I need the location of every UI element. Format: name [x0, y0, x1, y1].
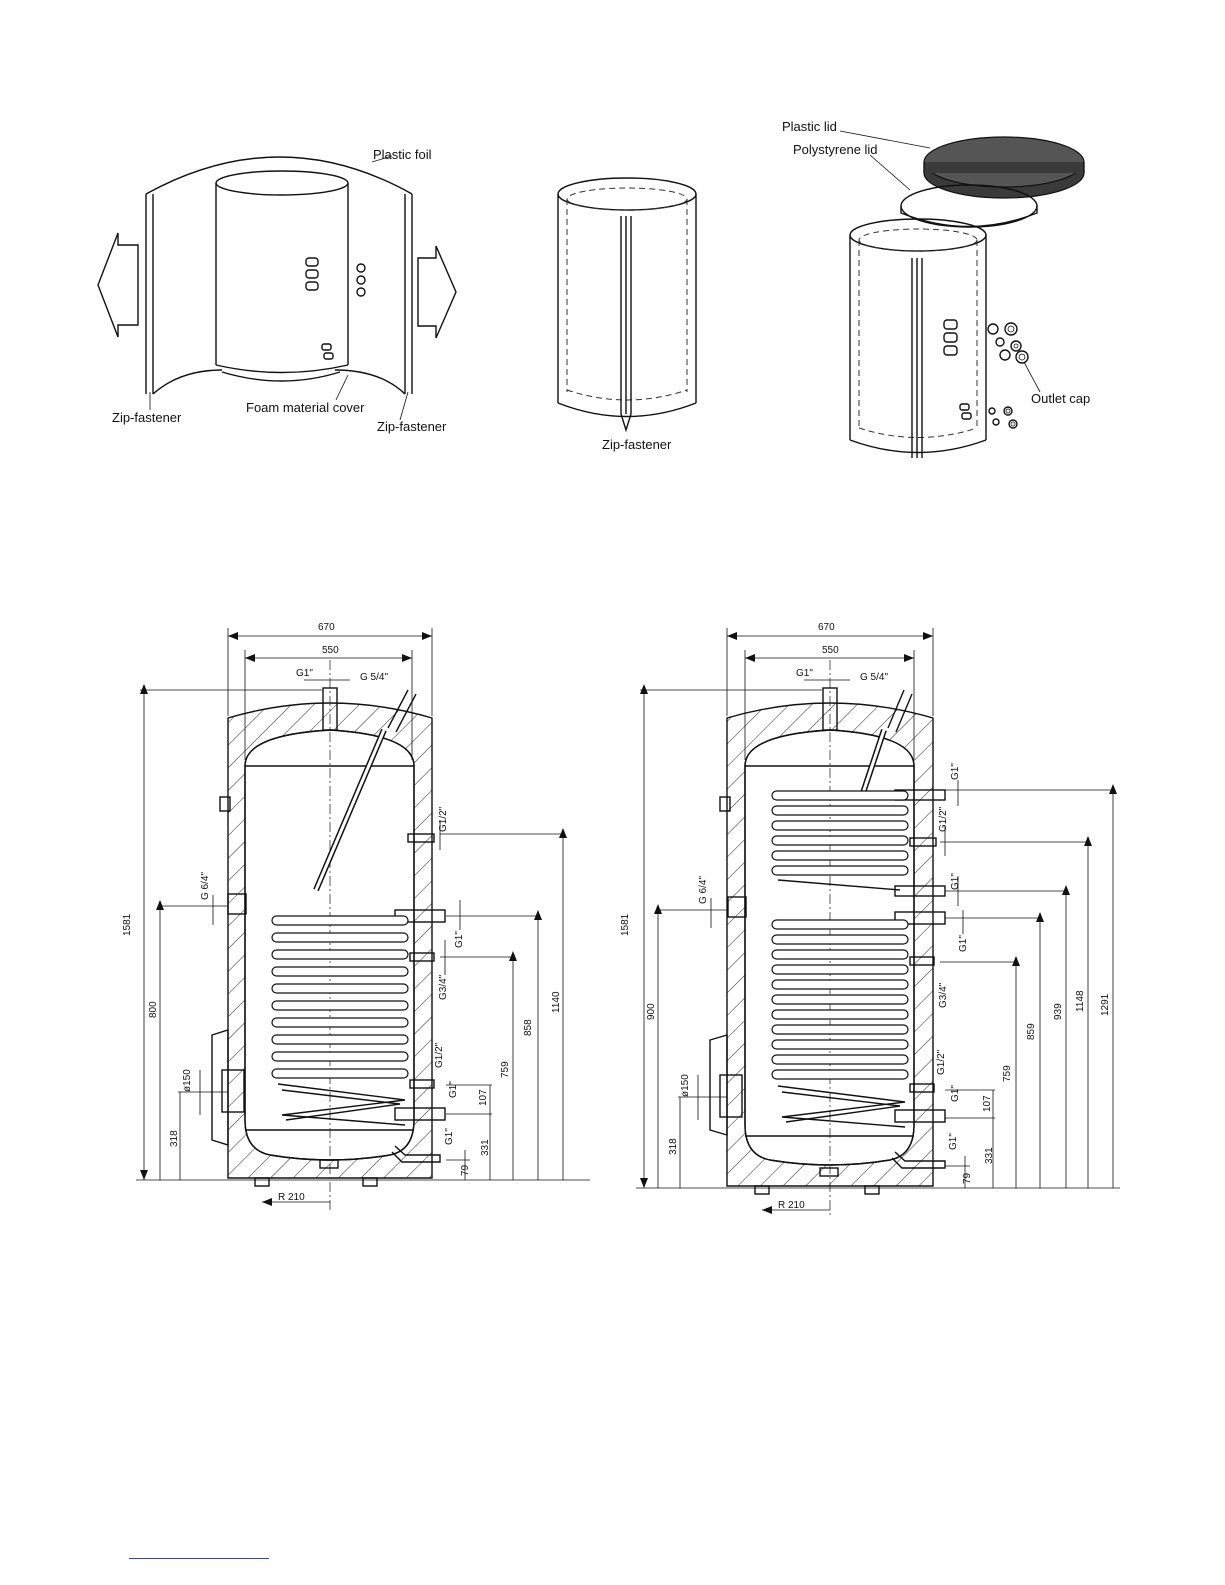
- dim-800: 800: [148, 1001, 159, 1018]
- assembly-figure-lids: Plastic lid Polystyrene lid Outlet cap: [782, 119, 1090, 458]
- plastic-lid-label: Plastic lid: [782, 119, 837, 134]
- footer-link-underline: [129, 1558, 269, 1559]
- label-g64: G 6/4": [698, 876, 709, 904]
- dim-outer-diameter: 670: [318, 622, 335, 633]
- label-g1-bottom: G1": [444, 1128, 455, 1145]
- dim-759: 759: [1002, 1065, 1013, 1082]
- label-g1-mid: G1": [950, 873, 961, 890]
- label-g64: G 6/4": [200, 872, 211, 900]
- label-g12-top: G1/2": [438, 806, 449, 832]
- dim-79: 79: [962, 1172, 973, 1184]
- dim-outer-diameter: 670: [818, 622, 835, 633]
- label-g12-low: G1/2": [434, 1042, 445, 1068]
- assembly-figure-closed: Zip-fastener: [557, 177, 697, 452]
- assembly-figure-open: Plastic foil Zip-fastener Foam material …: [97, 147, 457, 434]
- label-g54: G 5/4": [360, 672, 388, 683]
- label-g1-mid2: G1": [958, 935, 969, 952]
- dim-1140: 1140: [551, 991, 562, 1013]
- label-g1-bottom: G1": [948, 1133, 959, 1150]
- dim-858: 858: [523, 1019, 534, 1036]
- label-g34: G3/4": [938, 982, 949, 1008]
- polystyrene-lid-label: Polystyrene lid: [793, 142, 878, 157]
- heat-exchanger-coil: [271, 915, 409, 1126]
- dim-331: 331: [984, 1147, 995, 1164]
- dim-1581: 1581: [122, 913, 133, 936]
- zip-fastener-left-label: Zip-fastener: [112, 410, 182, 425]
- zip-fastener-middle-label: Zip-fastener: [602, 437, 672, 452]
- tank-drawing-double-coil: 670 550 G1" G 5/4" G1" G1/2" G1" G1" G 6…: [620, 622, 1120, 1215]
- outlet-stub-icons: [305, 257, 366, 360]
- dim-1581: 1581: [620, 913, 631, 936]
- dim-331: 331: [480, 1139, 491, 1156]
- label-d150: ø150: [182, 1069, 193, 1092]
- arrow-right-icon: [417, 245, 457, 339]
- dim-318: 318: [668, 1138, 679, 1155]
- label-g1-low: G1": [448, 1081, 459, 1098]
- dimension-lines: [136, 628, 590, 1206]
- label-g1-low: G1": [950, 1085, 961, 1102]
- label-g1-coil: G1": [454, 931, 465, 948]
- label-d150: ø150: [680, 1074, 691, 1097]
- plastic-foil-label: Plastic foil: [373, 147, 432, 162]
- label-g12-top: G1/2": [938, 806, 949, 832]
- label-r210: R 210: [778, 1200, 805, 1211]
- dim-318: 318: [169, 1130, 180, 1147]
- dim-859: 859: [1026, 1023, 1037, 1040]
- dim-107: 107: [478, 1089, 489, 1106]
- outlet-cap-icons: [987, 322, 1029, 429]
- dim-79: 79: [460, 1164, 471, 1176]
- arrow-left-icon: [97, 232, 139, 338]
- heat-exchanger-coils: [771, 790, 909, 1128]
- outlet-cap-label: Outlet cap: [1031, 391, 1090, 406]
- dim-900: 900: [646, 1003, 657, 1020]
- dim-759: 759: [500, 1061, 511, 1078]
- label-g34: G3/4": [438, 974, 449, 1000]
- label-r210: R 210: [278, 1192, 305, 1203]
- dim-1148: 1148: [1075, 990, 1086, 1012]
- dim-1291: 1291: [1100, 993, 1111, 1016]
- dim-939: 939: [1053, 1003, 1064, 1020]
- label-g54: G 5/4": [860, 672, 888, 683]
- dim-107: 107: [982, 1095, 993, 1112]
- dimension-lines: [636, 628, 1120, 1214]
- foam-cover-label: Foam material cover: [246, 400, 365, 415]
- tank-drawing-single-coil: 670 550 G1" G 5/4" G1/2" G 6/4" G1" G3/4…: [122, 622, 590, 1210]
- zip-fastener-right-label: Zip-fastener: [377, 419, 447, 434]
- dim-inner-diameter: 550: [322, 645, 339, 656]
- label-g12-low: G1/2": [936, 1049, 947, 1075]
- dim-inner-diameter: 550: [822, 645, 839, 656]
- label-g1-top: G1": [796, 668, 813, 679]
- label-g1-upper-coil: G1": [950, 763, 961, 780]
- label-g1-top: G1": [296, 668, 313, 679]
